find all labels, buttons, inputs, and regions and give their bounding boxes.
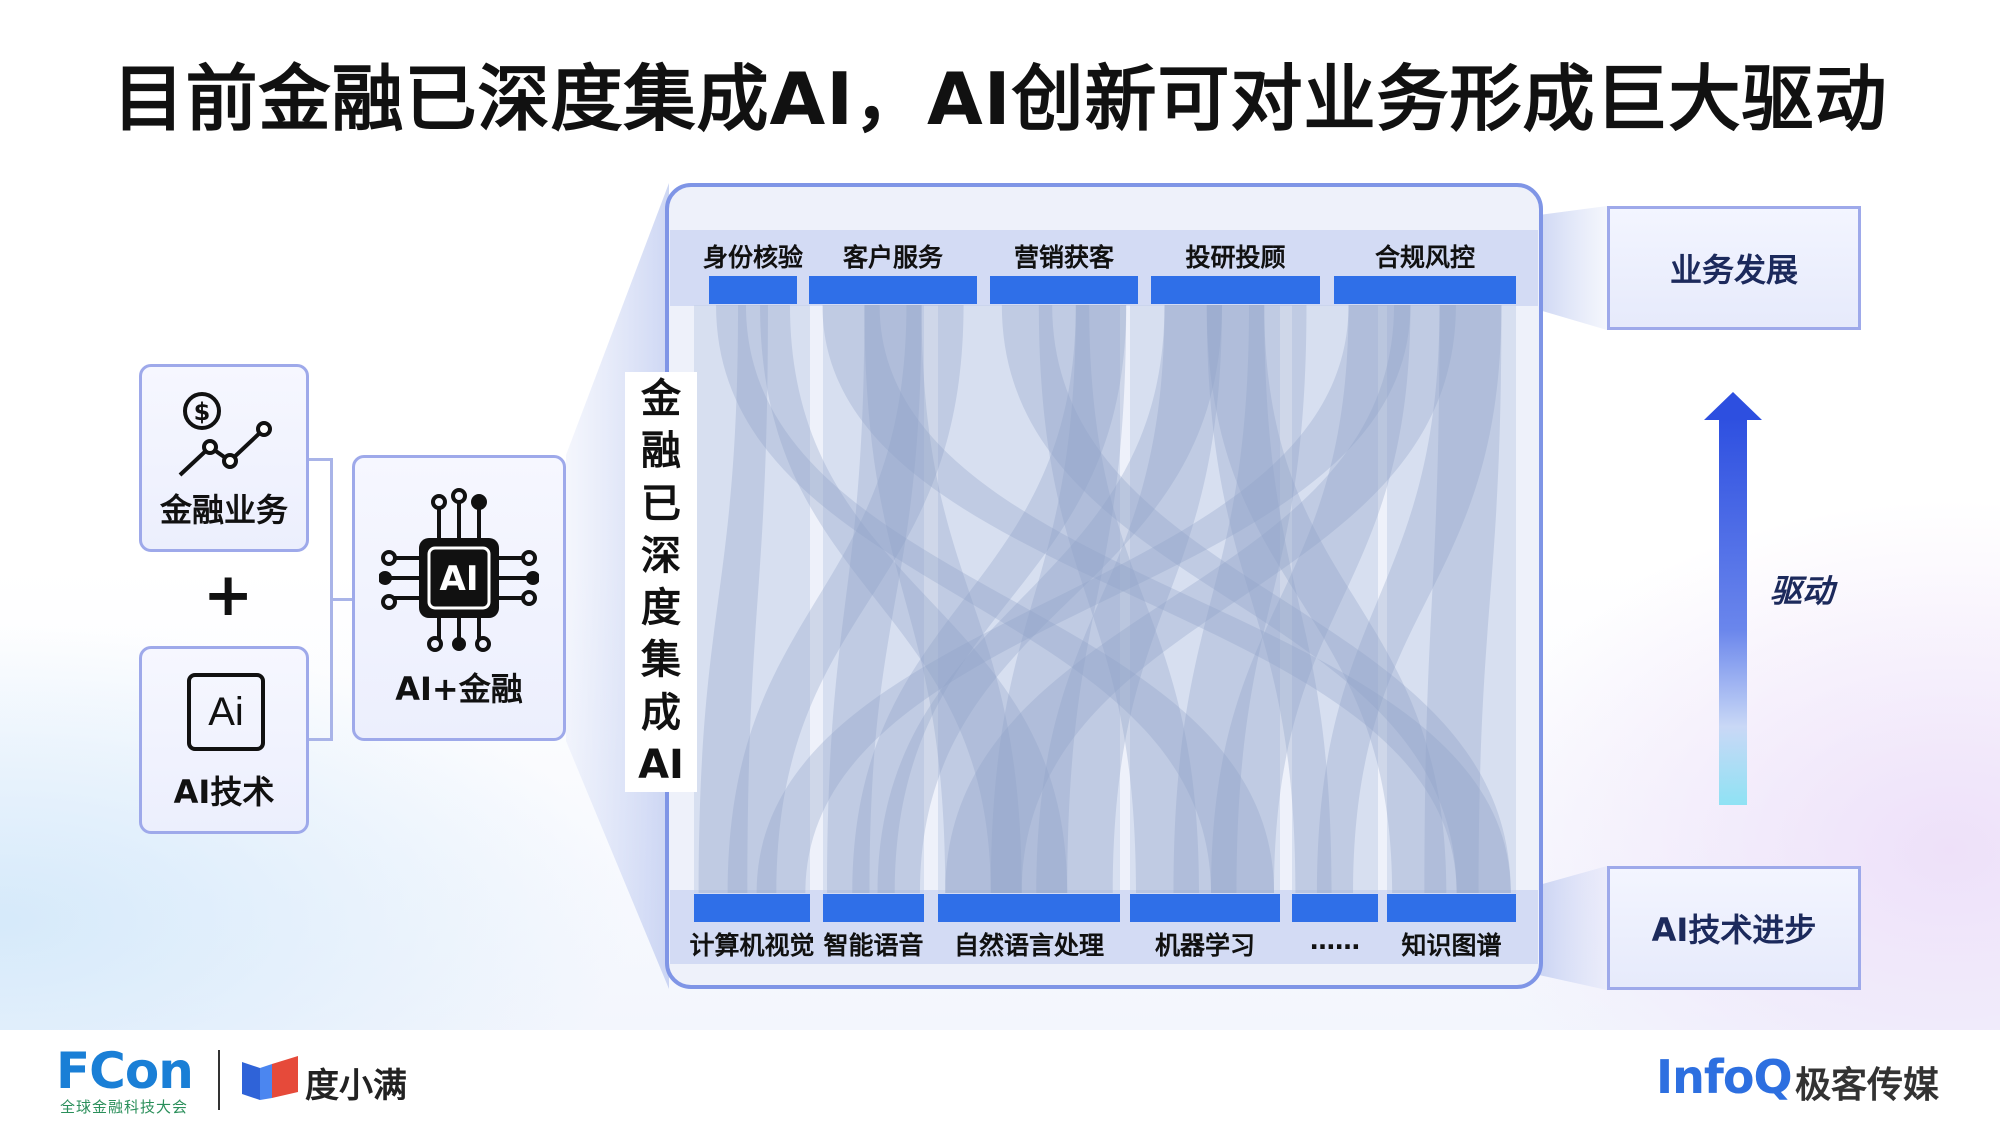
business-development-box: 业务发展 [1607, 206, 1861, 330]
finance-trend-icon: $ [178, 392, 272, 477]
business-area-label: 身份核验 [702, 243, 803, 272]
fcon-subtitle: 全球金融科技大会 [60, 1098, 189, 1116]
slide-title: 目前金融已深度集成AI，AI创新可对业务形成巨大驱动 [112, 57, 1888, 141]
business-area-label: 合规风控 [1374, 243, 1475, 272]
dxm-logo-text: 度小满 [305, 1066, 407, 1106]
ai-finance-label: AI+金融 [395, 670, 523, 708]
ai-tech-label: AI技术 [173, 773, 275, 811]
ai-progress-box: AI技术进步 [1607, 866, 1861, 990]
technology-label: 知识图谱 [1401, 931, 1502, 960]
finance-label: 金融业务 [159, 491, 288, 529]
business-area-label: 客户服务 [842, 243, 943, 272]
finance-card: $ 金融业务 [139, 364, 309, 552]
business-area-label: 投研投顾 [1185, 243, 1286, 272]
technology-label: 计算机视觉 [689, 931, 815, 960]
fcon-logo: FCon [56, 1042, 194, 1100]
technology-label: 机器学习 [1154, 931, 1255, 960]
footer [0, 1030, 2000, 1125]
footer-divider [218, 1050, 220, 1110]
technology-label: 自然语言处理 [953, 931, 1104, 960]
plus-sign: + [203, 560, 254, 630]
vertical-label: 金 融 已 深 度 集 成 AI [625, 372, 697, 792]
ai-letters-icon: Ai [187, 673, 265, 751]
technology-label: …… [1310, 926, 1360, 955]
drive-label: 驱动 [1770, 572, 1835, 610]
ai-finance-card: AI AI+金融 [352, 455, 566, 741]
dxm-logo-icon [242, 1056, 298, 1100]
infoq-logo: InfoQ [1656, 1050, 1793, 1104]
connector-line [330, 598, 353, 601]
connector-line [309, 738, 332, 741]
svg-text:AI: AI [440, 559, 479, 599]
connector-line [309, 458, 332, 461]
svg-text:$: $ [194, 398, 211, 426]
business-area-label: 营销获客 [1013, 243, 1114, 272]
ai-tech-card: Ai AI技术 [139, 646, 309, 834]
ai-chip-icon: AI [379, 488, 539, 652]
infoq-cn-label: 极客传媒 [1795, 1065, 1940, 1106]
technology-label: 智能语音 [823, 931, 924, 960]
